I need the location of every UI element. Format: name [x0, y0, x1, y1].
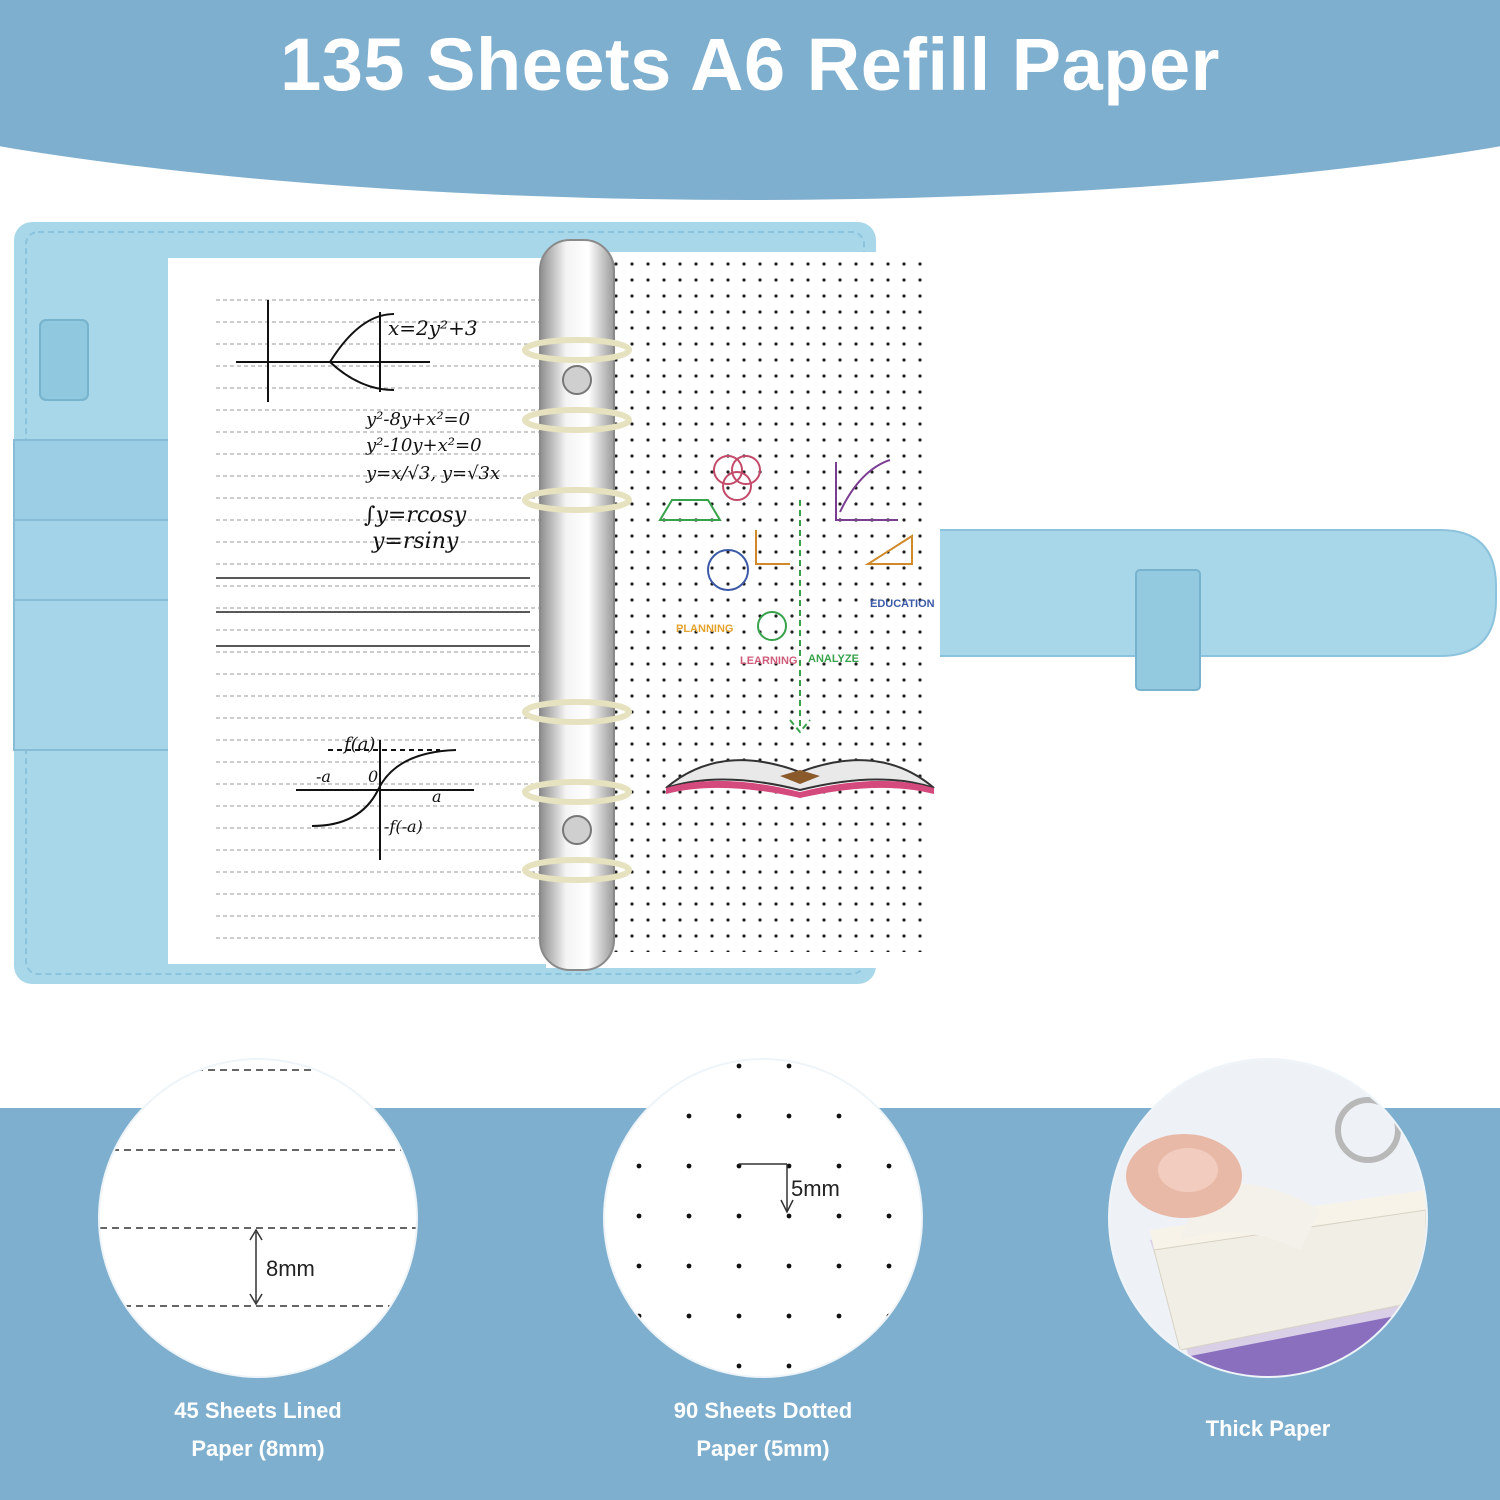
grid-dot	[786, 1113, 792, 1119]
lined-paper-icon: 8mm	[100, 1069, 416, 1307]
page-title: 135 Sheets A6 Refill Paper	[280, 23, 1220, 106]
grid-dot	[886, 1063, 892, 1069]
card-pocket	[13, 439, 175, 531]
note-7: f(a)	[342, 734, 375, 755]
grid-dot	[686, 1063, 692, 1069]
label-planning: PLANNING	[676, 623, 733, 635]
grid-dot	[786, 1263, 792, 1269]
card-pocket	[13, 599, 175, 751]
grid-dot	[836, 1163, 842, 1169]
note-5: ∫y=rcosy	[364, 503, 467, 528]
binder-ring	[522, 779, 632, 805]
grid-dot	[686, 1313, 692, 1319]
grid-dot	[886, 1213, 892, 1219]
label-education: EDUCATION	[870, 598, 935, 610]
grid-dot	[886, 1163, 892, 1169]
note-3: y²-10y+x²=0	[365, 435, 482, 456]
lined-page	[168, 258, 556, 964]
open-book-icon	[665, 759, 935, 798]
binder-rivet	[562, 815, 592, 845]
thick-paper-sample	[1110, 1060, 1426, 1376]
binder-rivet	[562, 365, 592, 395]
binder-illustration: x=2y²+3 y²-8y+x²=0 y²-10y+x²=0 y=x/√3, y…	[13, 222, 1497, 984]
binder-ring	[522, 407, 632, 433]
grid-dot	[836, 1113, 842, 1119]
grid-dot	[736, 1113, 742, 1119]
grid-dot	[836, 1063, 842, 1069]
caption-line: Thick Paper	[1205, 1416, 1331, 1441]
binder-spine	[539, 239, 615, 971]
grid-dot	[736, 1213, 742, 1219]
grid-dot	[836, 1213, 842, 1219]
grid-dot	[736, 1263, 742, 1269]
note-2: y²-8y+x²=0	[365, 409, 470, 430]
grid-dot	[636, 1063, 642, 1069]
thick-paper-icon	[1110, 1060, 1426, 1376]
thick-paper-caption: Thick Paper	[1103, 1410, 1433, 1448]
dotted-spacing-label: 5mm	[791, 1176, 840, 1201]
header-band	[0, 0, 1500, 200]
grid-dot	[686, 1113, 692, 1119]
grid-dot	[686, 1263, 692, 1269]
grid-dot	[786, 1313, 792, 1319]
grid-dot	[786, 1363, 792, 1369]
grid-dot	[786, 1163, 792, 1169]
note-6: y=rsiny	[371, 529, 459, 554]
grid-dot	[636, 1163, 642, 1169]
grid-dot	[686, 1213, 692, 1219]
grid-dot	[636, 1263, 642, 1269]
binder-ring	[522, 857, 632, 883]
note-8: -a	[316, 767, 331, 786]
note-1: x=2y²+3	[388, 316, 478, 340]
binder-ring	[522, 487, 632, 513]
label-analyze: ANALYZE	[808, 653, 859, 665]
grid-dot	[736, 1163, 742, 1169]
label-learning: LEARNING	[740, 655, 797, 667]
grid-dot	[836, 1313, 842, 1319]
note-9: 0	[368, 767, 378, 786]
pen-loop	[39, 319, 89, 401]
grid-dot	[786, 1213, 792, 1219]
caption-line: Paper (5mm)	[696, 1436, 830, 1461]
caption-line: 45 Sheets Lined	[174, 1398, 342, 1423]
grid-dot	[736, 1363, 742, 1369]
dotted-paper-icon: 5mm	[636, 1063, 892, 1369]
binder-ring	[522, 337, 632, 363]
grid-dot	[736, 1313, 742, 1319]
note-11: -f(-a)	[384, 817, 423, 836]
grid-dot	[636, 1213, 642, 1219]
note-10: a	[432, 787, 442, 806]
grid-dot	[786, 1063, 792, 1069]
grid-dot	[886, 1263, 892, 1269]
card-pocket	[13, 519, 175, 611]
note-4: y=x/√3, y=√3x	[365, 463, 500, 484]
dotted-paper-caption: 90 Sheets Dotted Paper (5mm)	[598, 1392, 928, 1468]
lined-spacing-label: 8mm	[266, 1256, 315, 1281]
binder-ring	[522, 699, 632, 725]
lined-paper-caption: 45 Sheets Lined Paper (8mm)	[93, 1392, 423, 1468]
dotted-paper-sample: 5mm	[605, 1060, 921, 1376]
grid-dot	[686, 1163, 692, 1169]
caption-line: 90 Sheets Dotted	[673, 1398, 853, 1423]
grid-dot	[836, 1263, 842, 1269]
grid-dot	[736, 1063, 742, 1069]
lined-paper-sample: 8mm	[100, 1060, 416, 1376]
caption-line: Paper (8mm)	[191, 1436, 325, 1461]
